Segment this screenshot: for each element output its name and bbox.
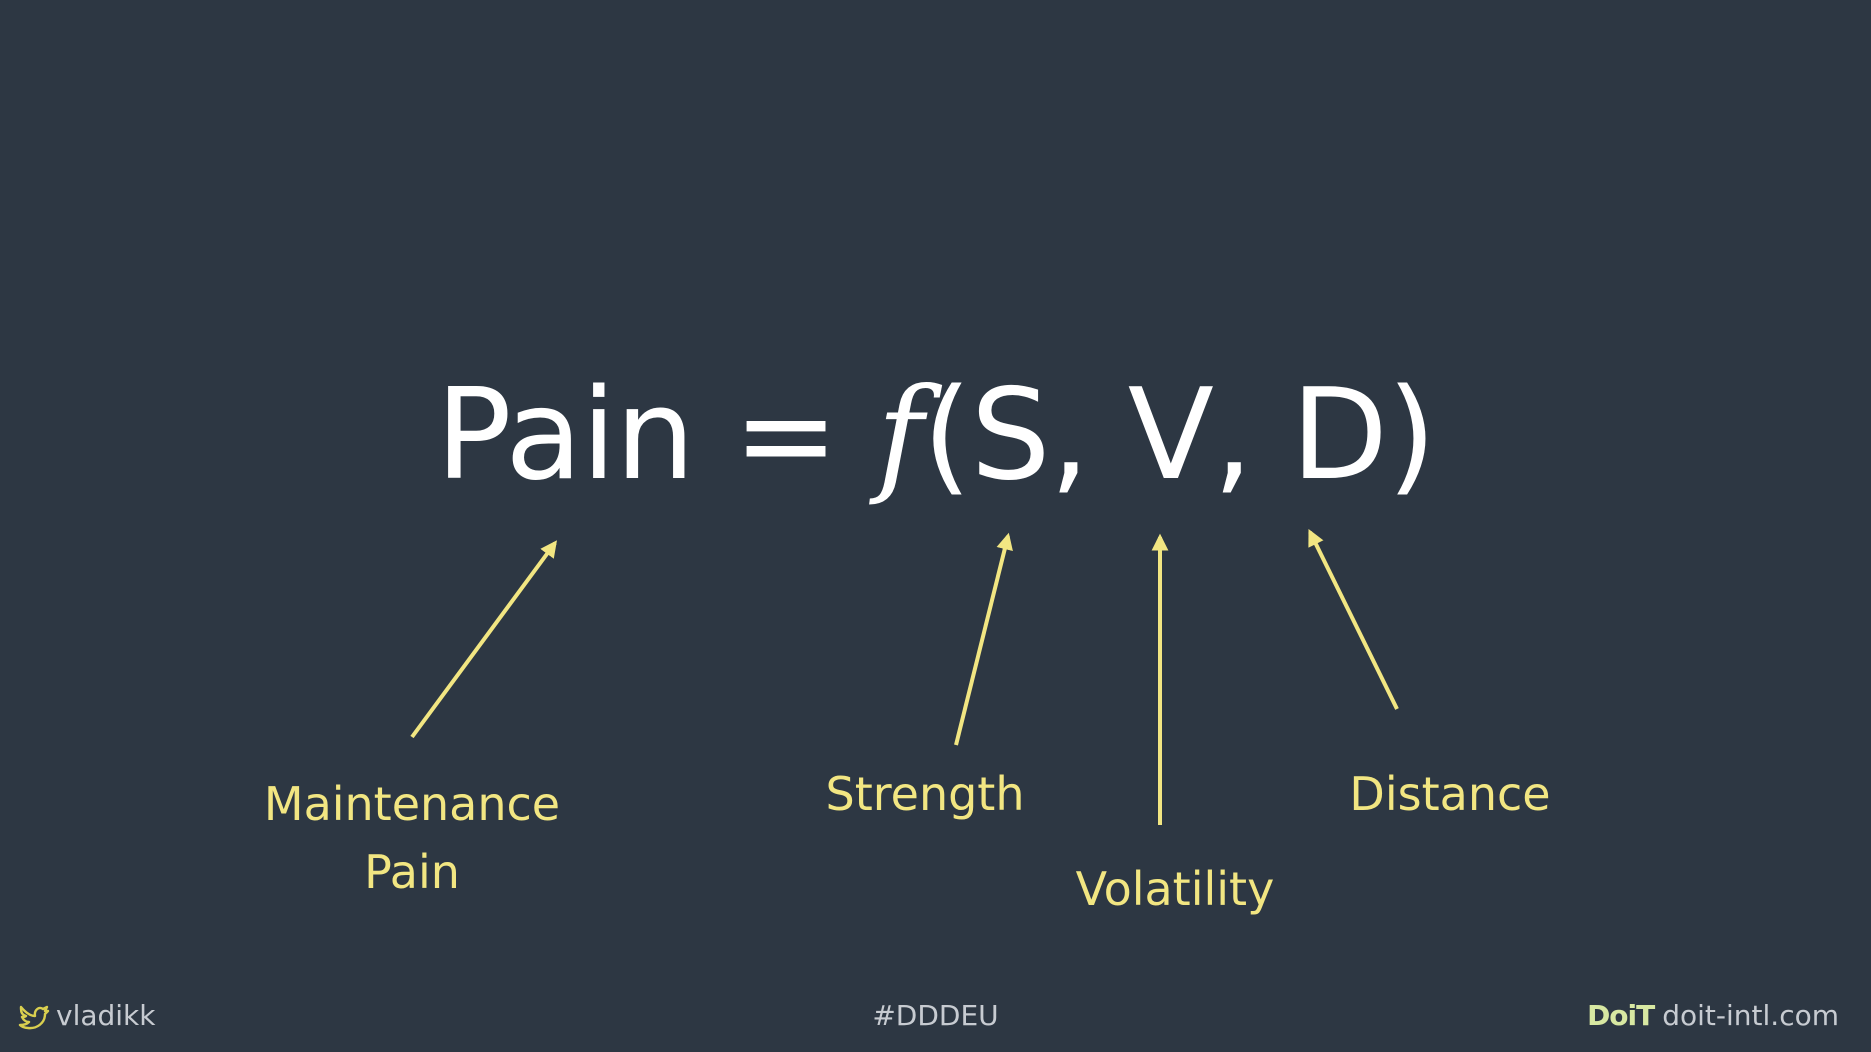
brand-website: doit-intl.com (1662, 999, 1839, 1032)
footer-twitter[interactable]: vladikk (18, 996, 156, 1036)
bird-icon (18, 1005, 50, 1030)
label-distance: Distance (1349, 767, 1551, 821)
formula-lhs: Pain (435, 361, 695, 508)
formula-equals: = (733, 361, 839, 508)
label-strength: Strength (825, 767, 1025, 821)
twitter-handle: vladikk (56, 999, 156, 1032)
label-maintenance-pain: Maintenance Pain (232, 770, 592, 906)
footer-brand[interactable]: DoiT doit-intl.com (1587, 996, 1839, 1036)
formula-args: (S, V, D) (922, 361, 1437, 508)
arrow-distance (1308, 528, 1399, 710)
footer-hashtag: #DDDEU (872, 999, 999, 1032)
formula-function: f (876, 361, 924, 508)
label-volatility: Volatility (1075, 862, 1275, 916)
label-maintenance-line1: Maintenance (263, 777, 561, 831)
formula: Pain = f(S, V, D) (0, 355, 1871, 515)
label-maintenance-line2: Pain (364, 845, 460, 899)
arrow-maintenance-pain (410, 540, 557, 739)
brand-logo: DoiT (1587, 999, 1655, 1032)
arrow-strength (954, 532, 1013, 746)
